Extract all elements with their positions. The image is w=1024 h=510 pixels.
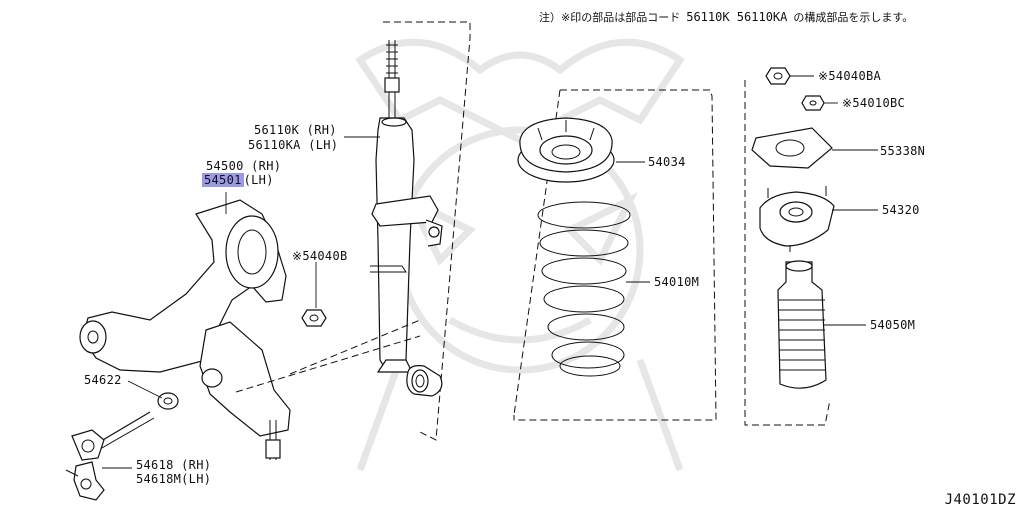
- insulator-55338n: [751, 127, 833, 169]
- shock-absorber-strut: [370, 40, 443, 397]
- upper-nut-54040ba: [765, 67, 791, 85]
- label-arm-lh-side: (LH): [243, 173, 274, 187]
- label-insulator[interactable]: 55338N: [880, 144, 926, 158]
- label-strut-rh[interactable]: 56110K (RH): [254, 123, 337, 137]
- label-nut-upper[interactable]: ※54040BA: [818, 69, 882, 83]
- label-arm-lh[interactable]: 54501(LH): [202, 173, 274, 187]
- label-strut-mount[interactable]: 54320: [882, 203, 920, 217]
- coil-spring: [537, 201, 631, 377]
- note-suffix: の構成部品を示します。: [793, 11, 914, 24]
- washer-54622: [157, 392, 179, 410]
- label-link-lh[interactable]: 54618M(LH): [136, 472, 212, 486]
- label-washer[interactable]: 54622: [84, 373, 122, 387]
- mount-group-outline: [744, 80, 831, 426]
- strut-group-outline: [383, 21, 471, 441]
- label-link-rh[interactable]: 54618 (RH): [136, 458, 212, 472]
- label-nut-arm[interactable]: ※54040B: [292, 249, 348, 263]
- note-codes: 56110K 56110KA: [686, 10, 788, 24]
- diagram-id: J40101DZ: [944, 492, 1016, 508]
- label-arm-lh-code[interactable]: 54501: [202, 173, 244, 187]
- spring-group-outline: [513, 89, 717, 421]
- label-arm-rh[interactable]: 54500 (RH): [206, 159, 282, 173]
- stabilizer-link: [65, 411, 155, 501]
- label-strut-lh[interactable]: 56110KA (LH): [248, 138, 339, 152]
- leader-lines: [102, 75, 878, 469]
- lower-control-arm: [79, 199, 291, 460]
- bound-bumper-54050m: [777, 260, 827, 389]
- header-note: 注）※印の部品は部品コード 56110K 56110KA の構成部品を示します。: [539, 9, 913, 25]
- label-bound-bumper[interactable]: 54050M: [870, 318, 916, 332]
- spring-upper-seat: [517, 117, 615, 183]
- label-upper-seat[interactable]: 54034: [648, 155, 686, 169]
- note-prefix: 注）※印の部品は部品コード: [539, 11, 681, 24]
- nut-54040b: [301, 309, 327, 327]
- strut-mount-54320: [759, 186, 835, 252]
- label-nut-lower[interactable]: ※54010BC: [842, 96, 906, 110]
- label-coil-spring[interactable]: 54010M: [654, 275, 700, 289]
- upper-nut-54010bc: [801, 95, 825, 111]
